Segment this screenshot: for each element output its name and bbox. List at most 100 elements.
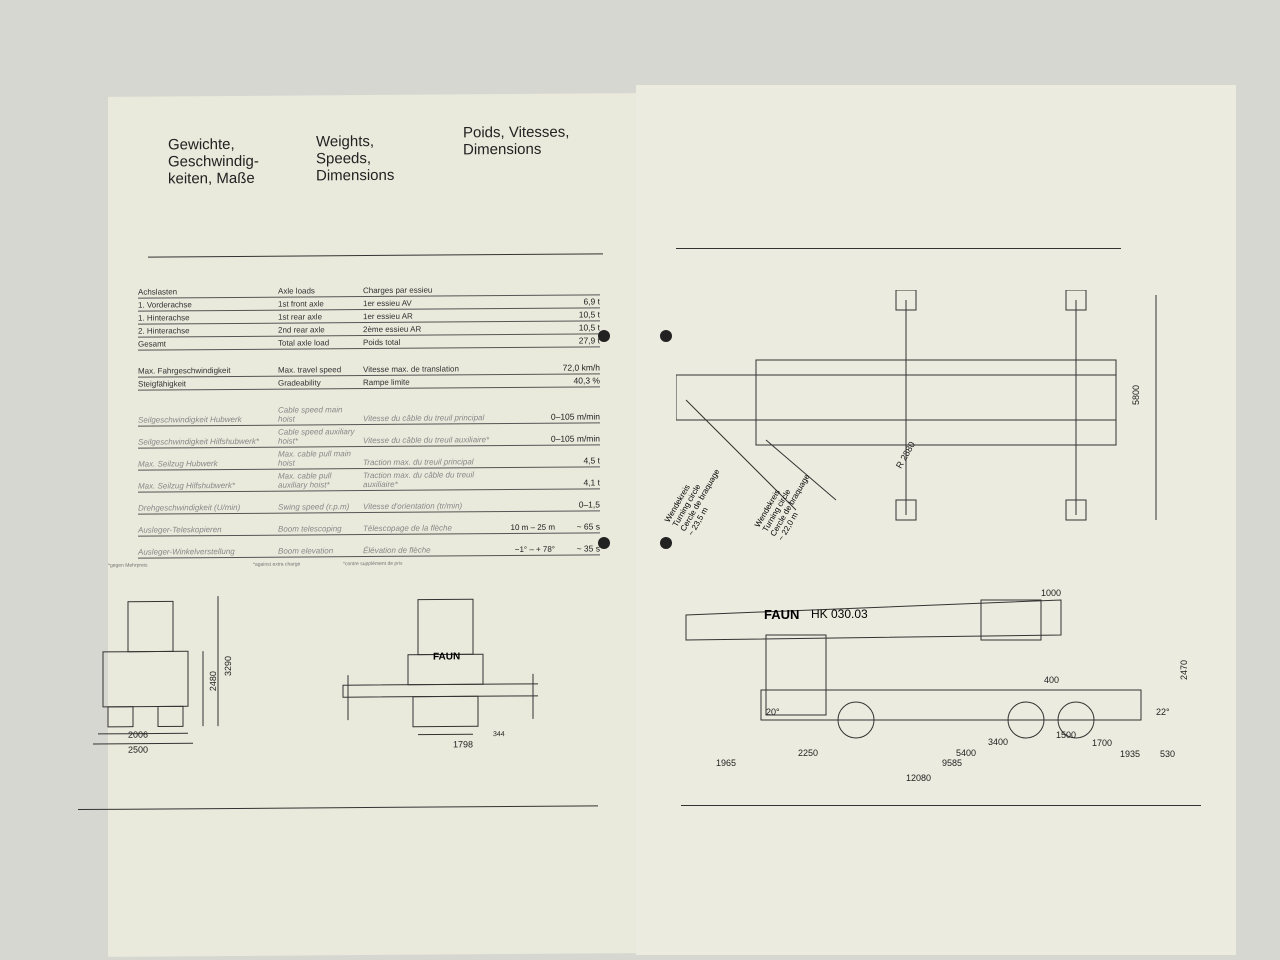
dim: 344 <box>493 731 505 739</box>
cell-en: Max. cable pull main hoist <box>278 449 351 468</box>
cell-de: Ausleger-Winkelverstellung <box>138 546 235 557</box>
cell-fr: Vitesse d'orientation (tr/min) <box>363 501 463 512</box>
dim: 1965 <box>716 758 737 768</box>
cell-fr: Télescopage de la flèche <box>363 523 452 534</box>
cell-fr: 1er essieu AR <box>363 311 413 322</box>
punch-hole <box>598 537 610 549</box>
cell-de: 1. Vorderachse <box>138 300 192 310</box>
dim: 2480 <box>208 671 219 692</box>
cell-value: 0–1,5 <box>578 499 600 510</box>
cell-fr: Rampe limite <box>363 377 410 388</box>
dim: 400 <box>1044 675 1060 685</box>
cell-value: ~ 35 s <box>576 543 600 554</box>
cell-value: 10,5 t <box>578 309 600 320</box>
dim: 530 <box>1160 749 1176 759</box>
cell-en: Cable speed auxiliary hoist* <box>278 427 355 446</box>
footnote-fr: *contre supplément de prix <box>343 560 403 568</box>
dim: 5400 <box>956 748 977 758</box>
cell-de: Steigfähigkeit <box>138 379 187 389</box>
cell-fr: 1er essieu AV <box>363 298 412 309</box>
dim: 3400 <box>988 737 1009 747</box>
cell-en: Cable speed main hoist <box>278 405 343 424</box>
cell-en: Total axle load <box>278 338 330 348</box>
punch-hole <box>660 330 672 342</box>
title-de: Gewichte, Geschwindig-keiten, Maße <box>168 135 259 188</box>
dim: 2470 <box>1179 659 1190 681</box>
dim: 2006 <box>128 729 149 740</box>
cell-de: 2. Hinterachse <box>138 326 190 336</box>
cell-value: 4,1 t <box>583 477 600 488</box>
side-view-drawing <box>685 599 1142 739</box>
cell-en: 2nd rear axle <box>278 325 325 335</box>
cell-range: −1° – + 78° <box>514 544 555 555</box>
cell-fr: Poids total <box>363 337 401 348</box>
punch-hole <box>598 330 610 342</box>
table-row: Ausleger-Winkelverstellung Boom elevation… <box>138 532 600 559</box>
cell-en: Max. cable pull auxiliary hoist* <box>278 471 332 490</box>
dim: 3290 <box>223 655 234 677</box>
cell-de: Max. Seilzug Hilfshubwerk* <box>138 480 235 491</box>
rear-view-drawing <box>342 598 538 736</box>
top-view-drawing <box>676 290 1157 521</box>
cell-de: Max. Fahrgeschwindigkeit <box>138 365 231 376</box>
cell-en: Swing speed (r.p.m) <box>278 502 350 512</box>
divider <box>148 253 603 258</box>
dim: 22° <box>1156 707 1170 717</box>
cell-value: 6,9 t <box>583 296 600 307</box>
cell-fr: Vitesse du câble du treuil principal <box>363 413 485 424</box>
dim: 1000 <box>1041 588 1062 598</box>
cell-range: 10 m – 25 m <box>510 522 555 533</box>
dim: 1700 <box>1092 738 1113 748</box>
left-page: Gewichte, Geschwindig-keiten, Maße Weigh… <box>78 93 636 957</box>
cell-en: Boom telescoping <box>278 524 342 534</box>
model-name: HK 030.03 <box>811 607 868 621</box>
cell-value: 40,3 % <box>573 375 600 386</box>
cell-en: Gradeability <box>278 378 321 388</box>
title-en: Weights, Speeds, Dimensions <box>316 132 395 185</box>
cell-de: 1. Hinterachse <box>138 313 190 323</box>
front-view-drawing <box>93 596 219 745</box>
punch-hole <box>660 537 672 549</box>
cell-fr: 2ème essieu AR <box>363 324 422 335</box>
cell-de: Seilgeschwindigkeit Hubwerk <box>138 414 242 425</box>
faun-logo: FAUN <box>764 607 800 622</box>
faun-logo: FAUN <box>433 651 461 663</box>
cell-de: Seilgeschwindigkeit Hilfshubwerk* <box>138 436 259 447</box>
cell-en: Boom elevation <box>278 546 334 556</box>
table-row: Gesamt Total axle load Poids total 27,9 t <box>138 333 600 351</box>
cell-value: 0–105 m/min <box>550 433 600 444</box>
cell-de: Ausleger-Teleskopieren <box>138 525 222 535</box>
cell-de: Drehgeschwindigkeit (U/min) <box>138 502 241 513</box>
cell-fr: Traction max. du câble du treuil auxilia… <box>363 470 475 490</box>
dim: 2500 <box>128 744 149 755</box>
dim: 1935 <box>1120 749 1141 759</box>
cell-en: Max. travel speed <box>278 365 342 375</box>
cell-value: 27,9 t <box>578 335 600 346</box>
cell-value: 10,5 t <box>578 322 600 333</box>
dim: 9585 <box>942 758 963 768</box>
cell-value: 4,5 t <box>583 455 600 466</box>
table-row: Steigfähigkeit Gradeability Rampe limite 40… <box>138 373 600 391</box>
title-fr: Poids, Vitesses, Dimensions <box>463 123 570 159</box>
cell-value: 72,0 km/h <box>562 362 600 373</box>
cell-de: Gesamt <box>138 339 167 349</box>
dim: 1798 <box>453 739 474 750</box>
cell-fr: Vitesse du câble du treuil auxiliaire* <box>363 435 490 446</box>
cell-value: ~ 65 s <box>576 521 600 532</box>
cell-en: 1st front axle <box>278 299 324 309</box>
dim: 5800 <box>1131 384 1142 406</box>
divider <box>681 805 1201 806</box>
cell-en: 1st rear axle <box>278 312 323 322</box>
cell-en: Axle loads <box>278 286 315 296</box>
cell-fr: Vitesse max. de translation <box>363 364 459 375</box>
dim: 1500 <box>1056 730 1077 740</box>
dim: 20° <box>766 707 780 717</box>
dim: 2250 <box>798 748 819 758</box>
cell-fr: Élévation de flèche <box>363 545 431 556</box>
footnote-de: *gegen Mehrpreis <box>108 562 148 569</box>
cell-fr: Charges par essieu <box>363 285 433 296</box>
footnote-en: *against extra charge <box>253 561 301 568</box>
cell-de: Achslasten <box>138 287 178 297</box>
divider <box>78 805 598 811</box>
